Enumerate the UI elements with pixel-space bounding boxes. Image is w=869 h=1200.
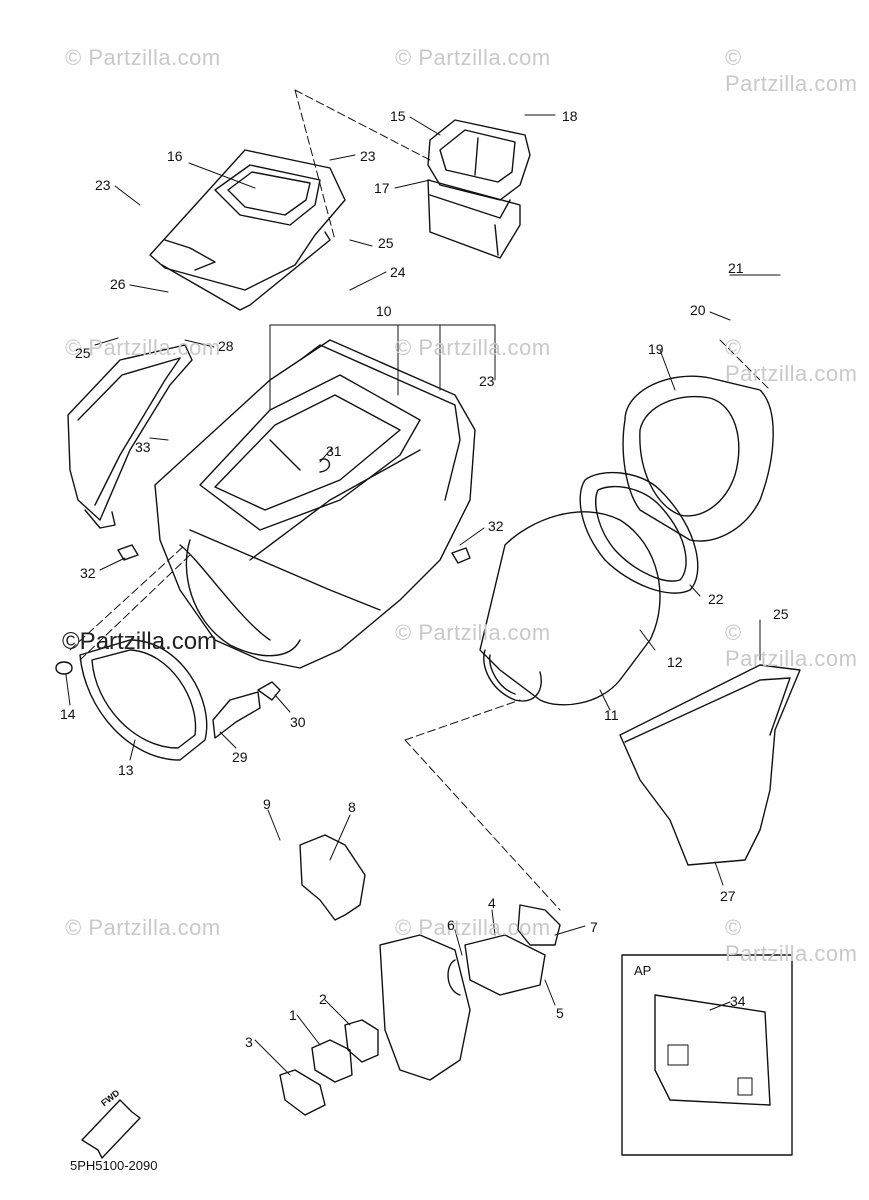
- callout-33: 33: [135, 439, 151, 455]
- joint-and-clamps-part: [279, 834, 561, 1116]
- callout-26: 26: [110, 276, 126, 292]
- watermark: © Partzilla.com: [725, 335, 858, 386]
- filter-cage-part: [579, 471, 699, 594]
- callout-14: 14: [60, 706, 76, 722]
- left-side-cover-part: [67, 344, 193, 529]
- callout-27: 27: [720, 888, 736, 904]
- callout-2: 2: [319, 991, 327, 1007]
- watermark: © Partzilla.com: [395, 45, 551, 70]
- callout-9: 9: [263, 796, 271, 812]
- filter-boot-part: [479, 511, 661, 706]
- callout-25: 25: [75, 345, 91, 361]
- watermark-dark: ©Partzilla.com: [62, 628, 218, 655]
- watermark: © Partzilla.com: [395, 915, 551, 940]
- callout-24: 24: [390, 264, 406, 280]
- air-filter-part: [622, 375, 774, 542]
- callout-30: 30: [290, 714, 306, 730]
- callout-23: 23: [360, 148, 376, 164]
- callout-25: 25: [773, 606, 789, 622]
- callout-22: 22: [708, 591, 724, 607]
- callout-21: 21: [728, 260, 744, 276]
- callout-1: 1: [289, 1007, 297, 1023]
- watermark: © Partzilla.com: [395, 620, 551, 645]
- callout-7: 7: [590, 919, 598, 935]
- right-side-cover-part: [619, 664, 801, 866]
- callout-32: 32: [80, 565, 96, 581]
- fasteners-part: [55, 544, 471, 739]
- callout-23: 23: [479, 373, 495, 389]
- callout-8: 8: [348, 799, 356, 815]
- flange-gasket-part: [79, 639, 208, 761]
- callout-29: 29: [232, 749, 248, 765]
- callout-3: 3: [245, 1034, 253, 1050]
- ap-inset-label: AP: [634, 963, 652, 978]
- watermark: © Partzilla.com: [65, 335, 221, 360]
- fwd-arrow-icon: [81, 1099, 141, 1159]
- watermark: © Partzilla.com: [65, 45, 221, 70]
- airbox-body-part: [154, 339, 476, 669]
- callout-23: 23: [95, 177, 111, 193]
- callout-18: 18: [562, 108, 578, 124]
- watermark: © Partzilla.com: [395, 335, 551, 360]
- watermark: © Partzilla.com: [725, 620, 858, 671]
- callout-16: 16: [167, 148, 183, 164]
- callout-34: 34: [730, 993, 746, 1009]
- watermark: © Partzilla.com: [65, 915, 221, 940]
- callout-12: 12: [667, 654, 683, 670]
- callout-5: 5: [556, 1005, 564, 1021]
- callout-15: 15: [390, 108, 406, 124]
- callout-31: 31: [326, 443, 342, 459]
- callout-11: 11: [604, 707, 619, 723]
- callout-17: 17: [374, 180, 390, 196]
- callout-6: 6: [447, 917, 455, 933]
- callout-25: 25: [378, 235, 394, 251]
- watermark: © Partzilla.com: [725, 45, 858, 96]
- leader-lines: [65, 89, 781, 1076]
- callout-19: 19: [648, 341, 664, 357]
- callout-4: 4: [488, 895, 496, 911]
- intake-duct-part: [427, 119, 531, 259]
- callout-20: 20: [690, 302, 706, 318]
- callout-13: 13: [118, 762, 134, 778]
- watermark: © Partzilla.com: [725, 915, 858, 966]
- ap-decal-part: [654, 994, 771, 1106]
- callout-32: 32: [488, 518, 504, 534]
- diagram-code: 5PH5100-2090: [70, 1158, 158, 1173]
- ap-inset-frame: [621, 954, 793, 1156]
- callout-10: 10: [376, 303, 392, 319]
- callout-28: 28: [218, 338, 234, 354]
- airbox-top-cover-part: [149, 149, 346, 311]
